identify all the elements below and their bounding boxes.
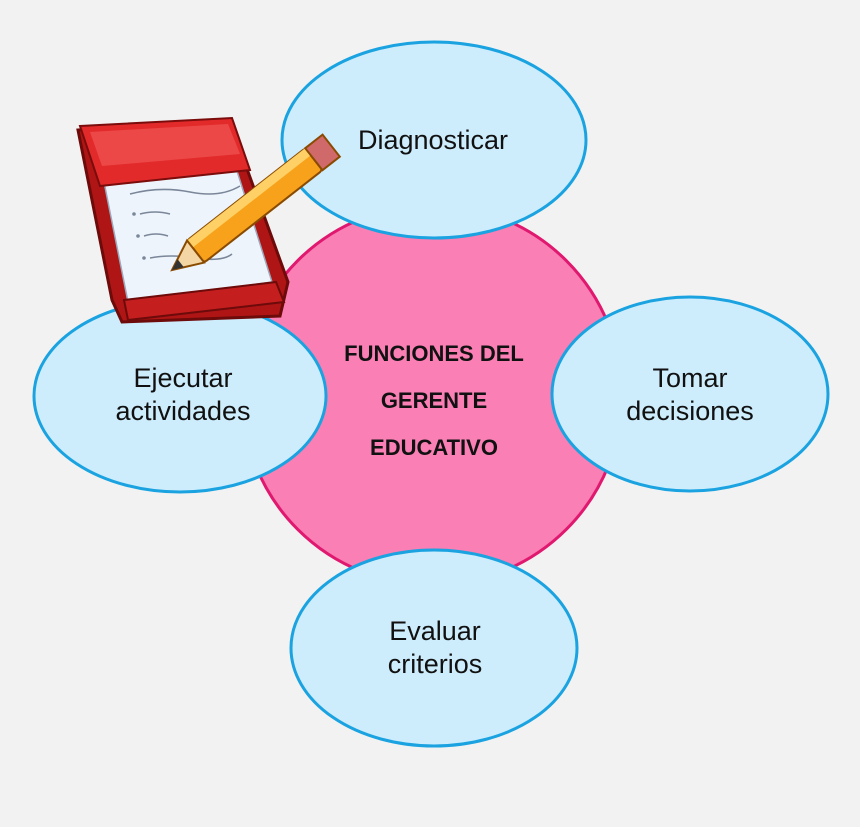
node-top-line1: Diagnosticar xyxy=(357,124,509,155)
node-tomar-decisiones: Tomar decisiones xyxy=(555,355,825,435)
notepad-pencil-icon xyxy=(76,116,342,324)
bubble-bottom xyxy=(289,548,579,748)
center-title-line2: GERENTE xyxy=(380,387,488,413)
center-title: FUNCIONES DEL GERENTE EDUCATIVO xyxy=(300,330,568,470)
node-evaluar-criterios: Evaluar criterios xyxy=(295,608,575,688)
node-ejecutar-actividades: Ejecutar actividades xyxy=(38,355,328,435)
center-title-line3: EDUCATIVO xyxy=(370,434,498,460)
node-right-line1: Tomar xyxy=(652,363,728,393)
node-right-line2: decisiones xyxy=(626,396,754,426)
node-bottom-line1: Evaluar xyxy=(389,616,481,646)
bubble-right xyxy=(550,295,830,493)
node-diagnosticar: Diagnosticar xyxy=(283,100,583,180)
bubble-top xyxy=(280,40,588,240)
node-bottom-line2: criterios xyxy=(387,649,483,679)
node-left-line2: actividades xyxy=(115,396,251,426)
node-left-line1: Ejecutar xyxy=(133,363,233,393)
center-title-line1: FUNCIONES DEL xyxy=(344,340,524,366)
